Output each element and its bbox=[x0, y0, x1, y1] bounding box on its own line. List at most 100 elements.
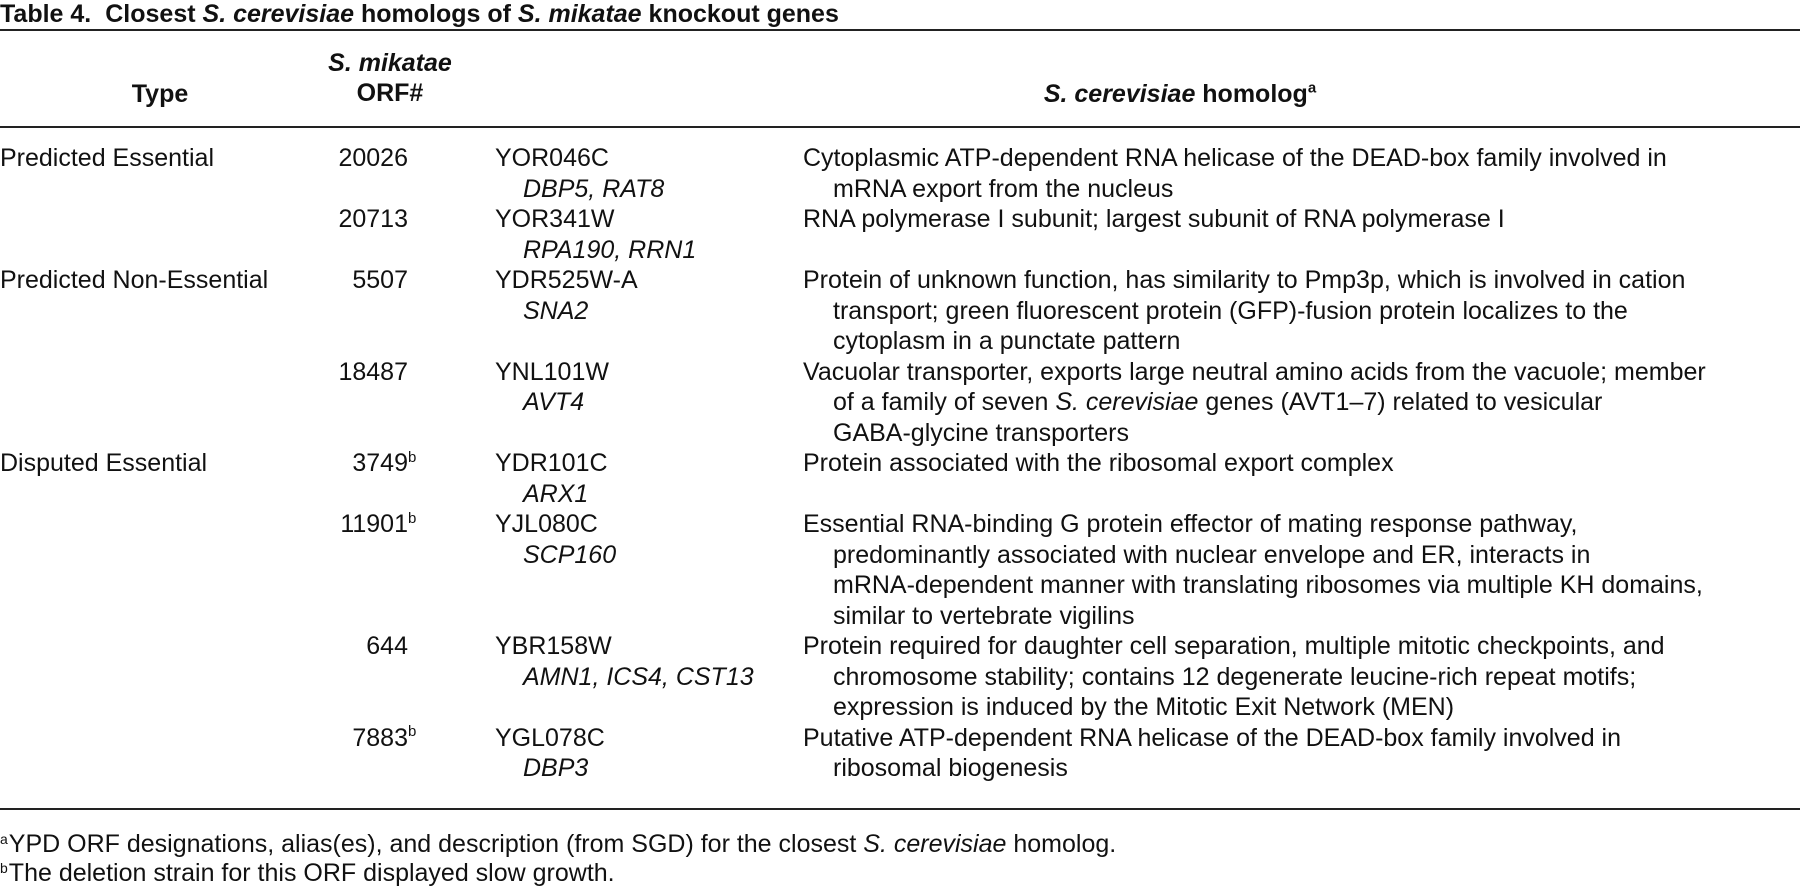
row-description: Protein required for daughter cell separ… bbox=[803, 631, 1665, 723]
description-text: cytoplasm in a punctate pattern bbox=[833, 327, 1181, 355]
description-text: expression is induced by the Mitotic Exi… bbox=[833, 693, 1455, 721]
row-yeast-orf: YGL078C bbox=[495, 723, 605, 752]
description-line: ribosomal biogenesis bbox=[803, 753, 1621, 784]
header-rule bbox=[0, 126, 1800, 128]
description-text: Vacuolar transporter, exports large neut… bbox=[803, 357, 1706, 386]
footnote-text: The deletion strain for this ORF display… bbox=[8, 859, 615, 887]
row-alias: SCP160 bbox=[523, 540, 617, 569]
header-homolog: S. cerevisiae homologa bbox=[900, 79, 1460, 109]
header-homolog-italic: S. cerevisiae bbox=[1043, 80, 1196, 108]
footnote-mark: b bbox=[0, 860, 8, 876]
row-orf-number: 11901 bbox=[340, 510, 408, 538]
description-line: Vacuolar transporter, exports large neut… bbox=[803, 357, 1706, 388]
description-text: Protein of unknown function, has similar… bbox=[803, 266, 1686, 294]
description-line: GABA-glycine transporters bbox=[803, 418, 1706, 449]
description-text: predominantly associated with nuclear en… bbox=[833, 540, 1591, 569]
bottom-rule bbox=[0, 808, 1800, 810]
description-line: predominantly associated with nuclear en… bbox=[803, 540, 1703, 571]
description-line: RNA polymerase I subunit; largest subuni… bbox=[803, 204, 1505, 235]
description-line: mRNA export from the nucleus bbox=[803, 174, 1667, 205]
row-yeast-orf: YOR046C bbox=[495, 144, 609, 172]
description-text: RNA polymerase I subunit; largest subuni… bbox=[803, 205, 1505, 233]
header-homolog-rest: homolog bbox=[1195, 80, 1308, 108]
description-line: expression is induced by the Mitotic Exi… bbox=[803, 692, 1665, 723]
description-line: transport; green fluorescent protein (GF… bbox=[803, 296, 1685, 327]
description-line: mRNA-dependent manner with translating r… bbox=[803, 570, 1703, 601]
header-homolog-sup: a bbox=[1307, 79, 1317, 97]
header-orf-line2: ORF# bbox=[356, 79, 424, 107]
row-orf: 20713 bbox=[338, 204, 422, 235]
description-text: ribosomal biogenesis bbox=[833, 754, 1068, 782]
footnote-text: S. cerevisiae bbox=[863, 830, 1007, 858]
description-line: Putative ATP-dependent RNA helicase of t… bbox=[803, 723, 1621, 754]
row-description: Putative ATP-dependent RNA helicase of t… bbox=[803, 723, 1621, 784]
row-orf: 3749b bbox=[352, 448, 417, 477]
description-line: Protein of unknown function, has similar… bbox=[803, 265, 1685, 296]
description-line: Protein required for daughter cell separ… bbox=[803, 631, 1665, 662]
row-orf-number: 20026 bbox=[338, 144, 408, 172]
row-alias: ARX1 bbox=[523, 479, 589, 508]
row-yeast-orf: YNL101W bbox=[495, 357, 609, 386]
caption-title-part: homologs of bbox=[354, 0, 518, 28]
header-orf-line1: S. mikatae bbox=[328, 49, 452, 77]
description-text: similar to vertebrate vigilins bbox=[833, 601, 1135, 630]
caption-title-part: knockout genes bbox=[641, 0, 839, 28]
description-text: chromosome stability; contains 12 degene… bbox=[833, 662, 1637, 691]
description-text: GABA-glycine transporters bbox=[833, 418, 1129, 447]
description-text: Protein required for daughter cell separ… bbox=[803, 632, 1665, 660]
row-alias: SNA2 bbox=[523, 296, 589, 325]
row-yeast-orf: YJL080C bbox=[495, 510, 598, 538]
row-description: Cytoplasmic ATP-dependent RNA helicase o… bbox=[803, 143, 1667, 204]
description-text: transport; green fluorescent protein (GF… bbox=[833, 296, 1628, 325]
row-description: Essential RNA-binding G protein effector… bbox=[803, 509, 1703, 631]
footnote-text: homolog. bbox=[1006, 830, 1117, 858]
header-type: Type bbox=[131, 80, 189, 108]
caption-title-part: Closest bbox=[105, 0, 203, 28]
row-yeast-orf: YDR525W-A bbox=[495, 266, 638, 294]
footnote-a: aYPD ORF designations, alias(es), and de… bbox=[0, 829, 1116, 859]
caption-title-part: S. cerevisiae bbox=[202, 0, 355, 28]
top-rule bbox=[0, 29, 1800, 31]
description-text: Essential RNA-binding G protein effector… bbox=[803, 510, 1578, 538]
row-alias: AVT4 bbox=[523, 388, 585, 416]
footnote-mark: a bbox=[0, 831, 8, 847]
row-type: Predicted Non-Essential bbox=[0, 266, 269, 294]
row-orf: 11901b bbox=[340, 509, 417, 538]
description-text: Cytoplasmic ATP-dependent RNA helicase o… bbox=[803, 144, 1667, 172]
row-orf-number: 5507 bbox=[352, 266, 408, 294]
footnote-b: bThe deletion strain for this ORF displa… bbox=[0, 858, 615, 888]
description-line: Cytoplasmic ATP-dependent RNA helicase o… bbox=[803, 143, 1667, 174]
row-yeast-orf: YBR158W bbox=[495, 632, 612, 660]
row-orf: 644 bbox=[366, 631, 422, 662]
row-orf: 20026 bbox=[338, 143, 422, 174]
row-orf-number: 20713 bbox=[338, 205, 408, 233]
description-line: cytoplasm in a punctate pattern bbox=[803, 326, 1685, 357]
description-line: similar to vertebrate vigilins bbox=[803, 601, 1703, 632]
row-alias: DBP3 bbox=[523, 754, 589, 782]
row-yeast-orf: YDR101C bbox=[495, 449, 608, 477]
description-text: mRNA export from the nucleus bbox=[833, 174, 1174, 203]
caption-title-part: S. mikatae bbox=[517, 0, 642, 28]
row-description: RNA polymerase I subunit; largest subuni… bbox=[803, 204, 1505, 235]
description-text: Putative ATP-dependent RNA helicase of t… bbox=[803, 723, 1622, 752]
row-description: Vacuolar transporter, exports large neut… bbox=[803, 357, 1706, 449]
row-type: Predicted Essential bbox=[0, 144, 215, 172]
footnote-text: YPD ORF designations, alias(es), and des… bbox=[8, 830, 864, 858]
description-line: chromosome stability; contains 12 degene… bbox=[803, 662, 1665, 693]
header-orf: S. mikatae ORF# bbox=[310, 48, 470, 108]
description-line: Protein associated with the ribosomal ex… bbox=[803, 448, 1394, 479]
table-label: Table 4. bbox=[0, 0, 92, 28]
description-text: of a family of seven bbox=[833, 388, 1056, 416]
description-text: S. cerevisiae bbox=[1055, 388, 1199, 416]
description-line: Essential RNA-binding G protein effector… bbox=[803, 509, 1703, 540]
row-orf-number: 644 bbox=[366, 632, 408, 660]
row-orf: 7883b bbox=[352, 723, 417, 752]
description-text: genes (AVT1–7) related to vesicular bbox=[1198, 388, 1603, 416]
description-text: mRNA-dependent manner with translating r… bbox=[833, 571, 1703, 599]
